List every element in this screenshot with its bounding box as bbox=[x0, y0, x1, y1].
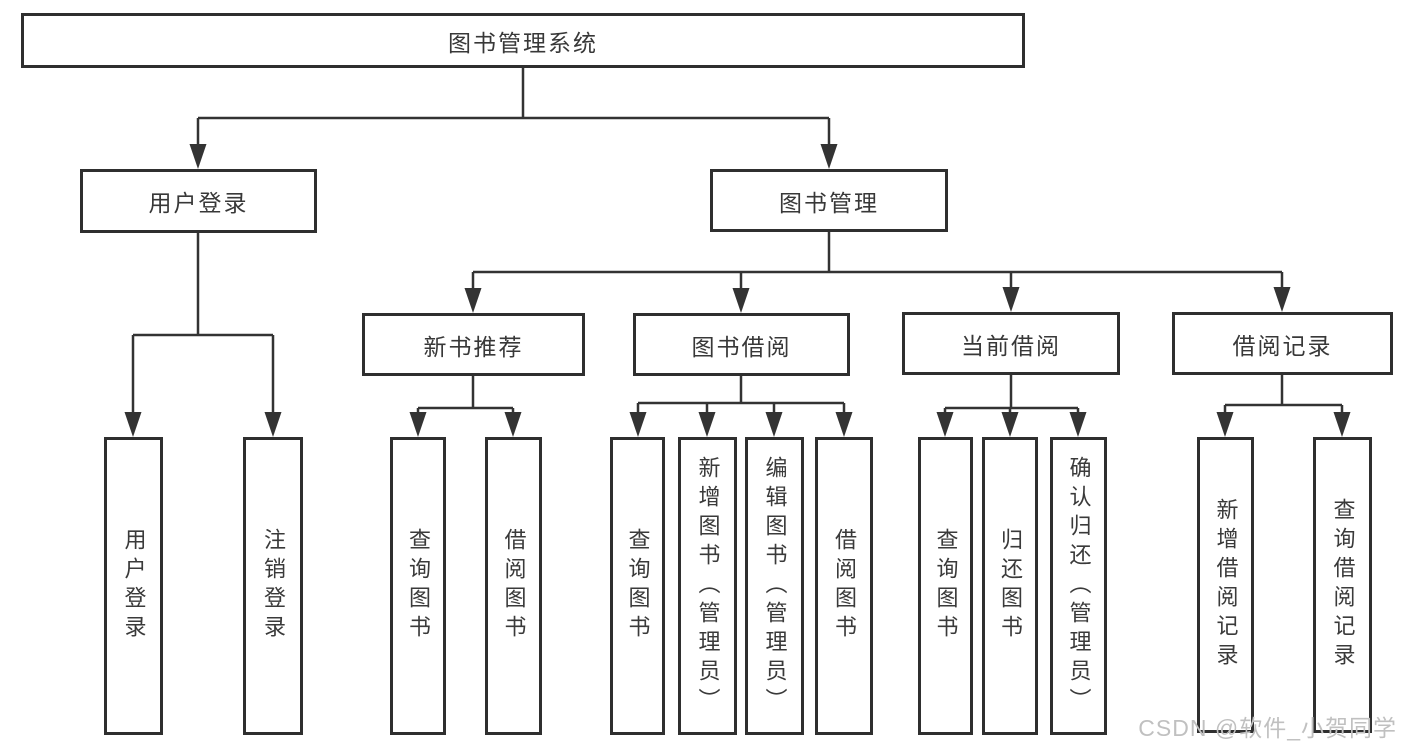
leaf-query-books-current: 查询图书 bbox=[918, 437, 973, 735]
connector-bookmgmt-to-level3 bbox=[473, 232, 1282, 274]
leaf-label: 归还图书 bbox=[998, 528, 1023, 644]
arrowhead bbox=[820, 144, 838, 169]
connector-arrowheads bbox=[124, 144, 1351, 437]
leaf-label: 查询图书 bbox=[933, 528, 959, 644]
node-new-book-recommendation: 新书推荐 bbox=[362, 313, 585, 376]
arrowhead bbox=[1333, 412, 1351, 437]
arrowhead bbox=[1002, 287, 1020, 312]
leaf-label: 借阅图书 bbox=[501, 528, 527, 644]
connector-userlogin-to-leaves bbox=[133, 233, 273, 337]
arrowhead bbox=[409, 412, 427, 437]
leaf-label: 新增借阅记录 bbox=[1213, 498, 1239, 672]
leaf-borrow-books-borrowing: 借阅图书 bbox=[815, 437, 873, 735]
connector-lines bbox=[131, 68, 1344, 415]
leaf-label: 用户登录 bbox=[121, 528, 147, 644]
leaf-label: 查询图书 bbox=[406, 528, 431, 644]
arrowhead bbox=[504, 412, 522, 437]
leaf-confirm-return-admin: 确认归还（管理员） bbox=[1050, 437, 1107, 735]
connector-borrowing-to-leaves bbox=[638, 376, 844, 405]
leaf-label: 确认归还（管理员） bbox=[1066, 455, 1092, 717]
arrowhead bbox=[936, 412, 954, 437]
node-library-system: 图书管理系统 bbox=[21, 13, 1025, 68]
arrowhead bbox=[124, 412, 142, 437]
arrowhead bbox=[464, 288, 482, 313]
connector-newbook-to-leaves bbox=[418, 376, 513, 410]
node-current-borrowing: 当前借阅 bbox=[902, 312, 1120, 375]
node-user-login: 用户登录 bbox=[80, 169, 317, 233]
leaf-query-borrow-record: 查询借阅记录 bbox=[1313, 437, 1372, 733]
arrowhead bbox=[1216, 412, 1234, 437]
leaf-borrow-books-recommend: 借阅图书 bbox=[485, 437, 542, 735]
leaf-logout-login: 注销登录 bbox=[243, 437, 303, 735]
node-book-management: 图书管理 bbox=[710, 169, 948, 232]
watermark-text: CSDN @软件_小贺同学 bbox=[1138, 715, 1397, 741]
arrowhead bbox=[1069, 412, 1087, 437]
leaf-label: 查询借阅记录 bbox=[1330, 498, 1356, 672]
leaf-label: 查询图书 bbox=[625, 528, 651, 644]
leaf-return-books: 归还图书 bbox=[982, 437, 1038, 735]
arrowhead bbox=[698, 412, 716, 437]
connector-drop-stems bbox=[131, 118, 1344, 415]
arrowhead bbox=[629, 412, 647, 437]
arrowhead bbox=[835, 412, 853, 437]
arrowhead bbox=[765, 412, 783, 437]
leaf-edit-books-admin: 编辑图书（管理员） bbox=[745, 437, 804, 735]
node-borrowing-records: 借阅记录 bbox=[1172, 312, 1393, 375]
leaf-query-books-recommend: 查询图书 bbox=[390, 437, 446, 735]
leaf-query-books-borrowing: 查询图书 bbox=[610, 437, 665, 735]
connector-root-to-level2 bbox=[198, 68, 829, 120]
leaf-add-borrow-record: 新增借阅记录 bbox=[1197, 437, 1254, 733]
arrowhead bbox=[1273, 287, 1291, 312]
leaf-label: 注销登录 bbox=[261, 528, 286, 644]
leaf-label: 编辑图书（管理员） bbox=[762, 455, 788, 717]
node-book-borrowing: 图书借阅 bbox=[633, 313, 850, 376]
arrowhead bbox=[1001, 412, 1019, 437]
arrowhead bbox=[189, 144, 207, 169]
arrowhead bbox=[264, 412, 282, 437]
leaf-add-books-admin: 新增图书（管理员） bbox=[678, 437, 737, 735]
leaf-label: 借阅图书 bbox=[832, 528, 857, 644]
leaf-label: 新增图书（管理员） bbox=[695, 455, 721, 717]
leaf-user-login: 用户登录 bbox=[104, 437, 163, 735]
arrowhead bbox=[732, 288, 750, 313]
connector-records-to-leaves bbox=[1225, 375, 1342, 407]
connector-current-to-leaves bbox=[945, 375, 1078, 410]
